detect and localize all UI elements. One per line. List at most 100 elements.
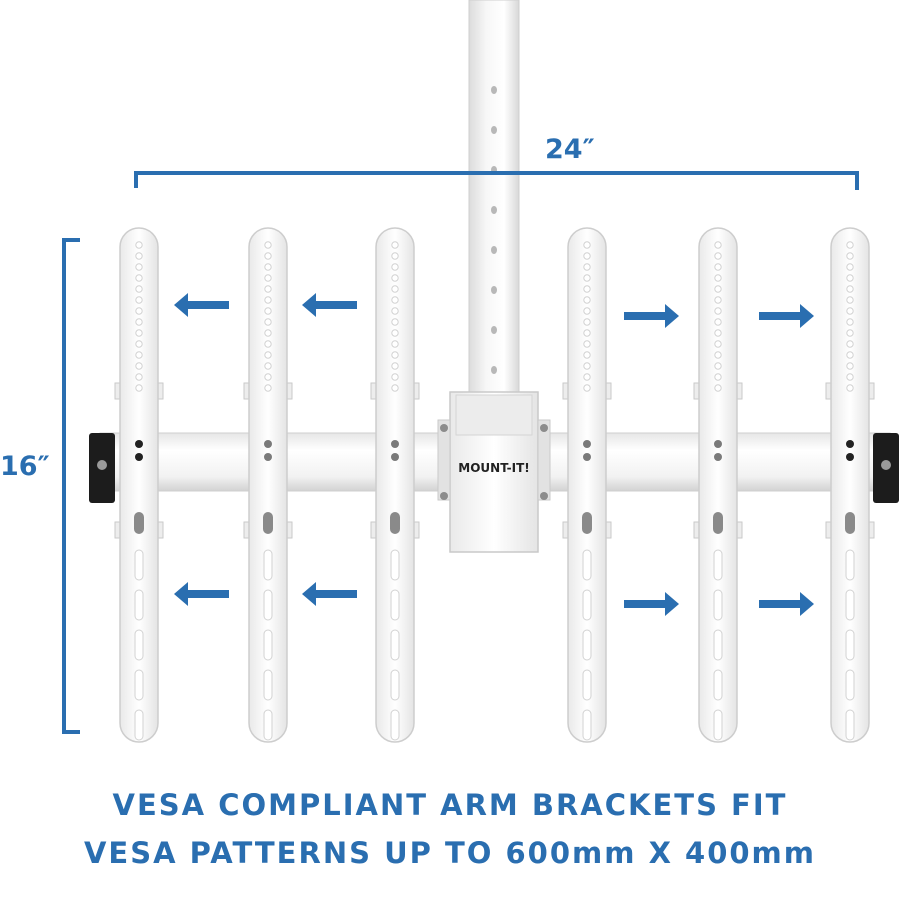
pole-hole: [491, 326, 497, 334]
arm-hole: [391, 318, 399, 326]
arm-hole: [391, 263, 399, 271]
arm-hole: [391, 307, 399, 315]
arm-slot: [845, 709, 855, 741]
bolt-hole: [391, 453, 399, 461]
bolt-hole: [846, 453, 854, 461]
arm-hole: [264, 351, 272, 359]
arm-hole: [846, 263, 854, 271]
arm-hole: [135, 263, 143, 271]
arm-hole: [583, 307, 591, 315]
pole-hole: [491, 286, 497, 294]
arm-plate: [830, 227, 870, 743]
arm-hole: [391, 241, 399, 249]
arm-hole: [135, 318, 143, 326]
arm-hole: [583, 373, 591, 381]
pole-hole: [491, 86, 497, 94]
arm-hole: [264, 373, 272, 381]
arm-hole: [714, 351, 722, 359]
vesa-arm-1[interactable]: [114, 227, 164, 743]
arm-hole: [135, 285, 143, 293]
arm-slot: [582, 549, 592, 581]
arrow-right-icon: [624, 304, 679, 328]
arm-slot: [845, 549, 855, 581]
clamp-slot: [582, 512, 592, 534]
direction-arrows: [174, 293, 814, 616]
vesa-arm-4[interactable]: [562, 227, 612, 743]
arm-hole: [714, 384, 722, 392]
arm-hole: [264, 362, 272, 370]
arm-slot: [582, 589, 592, 621]
clamp-slot: [263, 512, 273, 534]
arrow-left-icon: [174, 293, 229, 317]
arm-slot: [134, 589, 144, 621]
width-dimension-label: 24″: [545, 134, 595, 165]
pole-hole: [491, 206, 497, 214]
pole-hole: [491, 126, 497, 134]
arm-hole: [135, 373, 143, 381]
arm-hole: [135, 274, 143, 282]
arm-hole: [391, 384, 399, 392]
bolt-hole: [135, 453, 143, 461]
arm-hole: [714, 340, 722, 348]
arm-hole: [714, 373, 722, 381]
clamp-slot: [845, 512, 855, 534]
arm-hole: [714, 241, 722, 249]
arm-hole: [135, 307, 143, 315]
bolt-hole: [264, 440, 272, 448]
arm-plate: [119, 227, 159, 743]
arrow-left-icon: [302, 582, 357, 606]
bolt-hole: [714, 440, 722, 448]
right-end-cap: [873, 433, 899, 503]
pole-hole: [491, 366, 497, 374]
arm-hole: [714, 362, 722, 370]
arm-hole: [264, 263, 272, 271]
arm-hole: [135, 241, 143, 249]
clamp-slot: [390, 512, 400, 534]
arm-hole: [391, 351, 399, 359]
bolt-hole: [264, 453, 272, 461]
arm-hole: [846, 340, 854, 348]
arm-hole: [846, 373, 854, 381]
arm-slot: [134, 709, 144, 741]
arm-slot: [582, 669, 592, 701]
arm-hole: [135, 296, 143, 304]
ceiling-pole: [468, 0, 520, 401]
arm-hole: [391, 296, 399, 304]
arm-slot: [134, 669, 144, 701]
arm-hole: [391, 329, 399, 337]
arm-hole: [714, 318, 722, 326]
vesa-arm-2[interactable]: [243, 227, 293, 743]
arm-slot: [134, 629, 144, 661]
arm-hole: [846, 285, 854, 293]
arm-hole: [583, 241, 591, 249]
bolt-hole: [583, 440, 591, 448]
arm-slot: [263, 589, 273, 621]
arm-hole: [583, 340, 591, 348]
arm-hole: [264, 285, 272, 293]
arm-hole: [714, 252, 722, 260]
arm-hole: [583, 296, 591, 304]
vesa-arm-3[interactable]: [370, 227, 420, 743]
bolt-hole: [135, 440, 143, 448]
arrow-right-icon: [624, 592, 679, 616]
arm-hole: [264, 296, 272, 304]
arm-hole: [846, 296, 854, 304]
arm-hole: [583, 351, 591, 359]
arm-hole: [583, 318, 591, 326]
arm-hole: [135, 351, 143, 359]
arm-hole: [135, 252, 143, 260]
arm-hole: [583, 252, 591, 260]
arm-slot: [390, 709, 400, 741]
vesa-arm-6[interactable]: [825, 227, 875, 743]
arm-hole: [714, 296, 722, 304]
arm-hole: [264, 307, 272, 315]
vesa-arm-5[interactable]: [693, 227, 743, 743]
arm-slot: [390, 669, 400, 701]
bolt-hole: [583, 453, 591, 461]
arm-hole: [714, 329, 722, 337]
arm-hole: [135, 340, 143, 348]
arm-hole: [264, 384, 272, 392]
arm-hole: [391, 274, 399, 282]
arm-slot: [390, 549, 400, 581]
arm-hole: [135, 362, 143, 370]
